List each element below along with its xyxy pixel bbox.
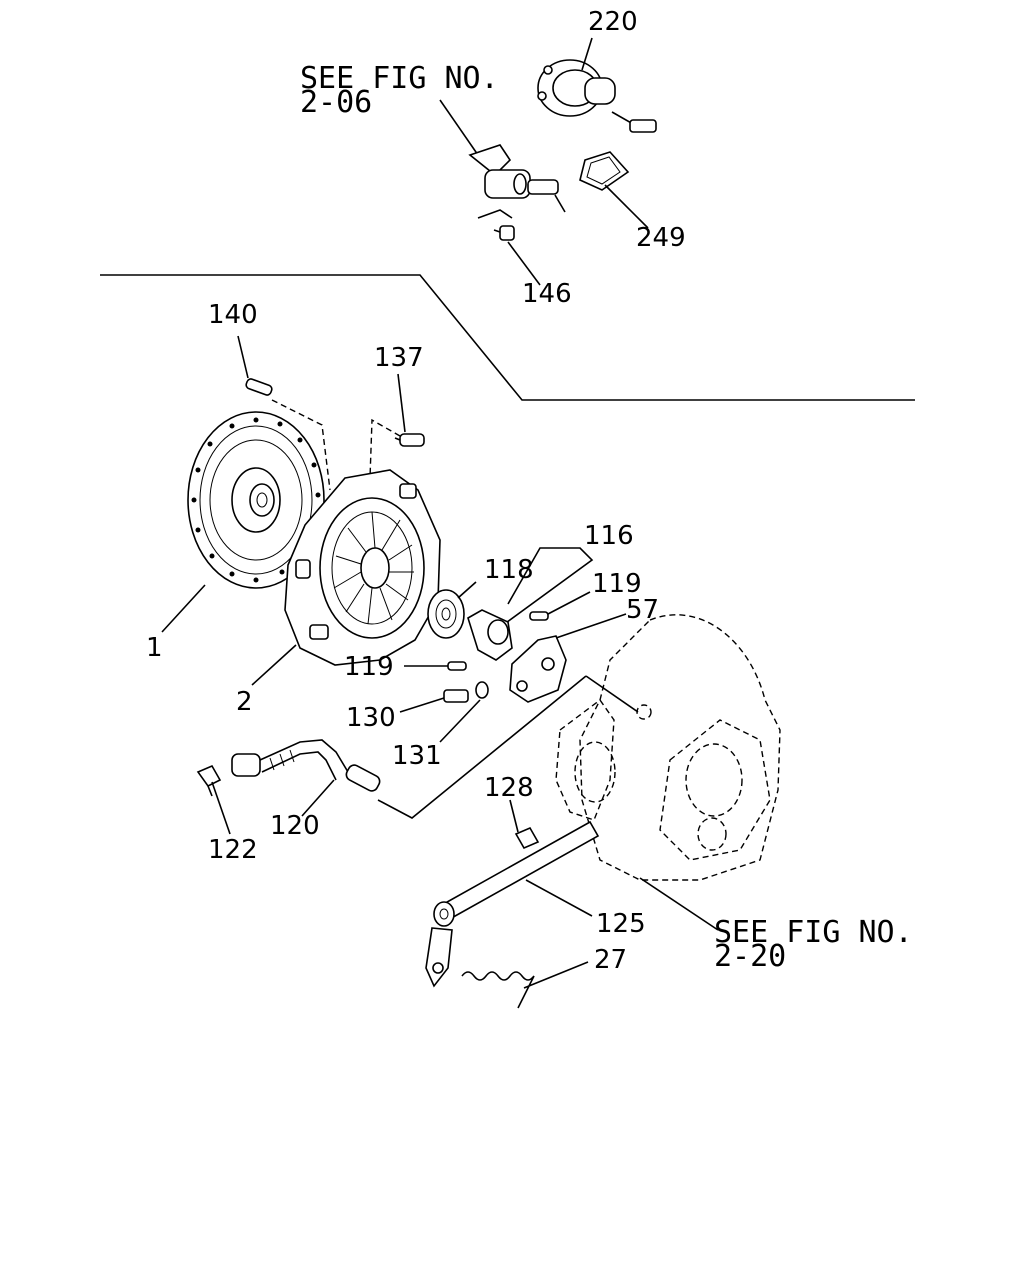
leader-249: [604, 184, 649, 229]
return-spring-part: [461, 971, 535, 1009]
callout-130: 130: [346, 703, 396, 733]
leader-122: [211, 781, 231, 835]
leader-137: [397, 373, 406, 433]
clutch-booster-part: [537, 59, 657, 133]
callout-131: 131: [392, 741, 442, 771]
callout-2: 2: [236, 687, 253, 717]
release-shaft-part: [425, 820, 600, 988]
leader-119-upper: [547, 591, 591, 615]
leader-reference-top: [439, 99, 479, 156]
dash-137: [369, 418, 401, 479]
assembly-line-2: [585, 675, 639, 713]
bolt-146-part: [493, 225, 515, 241]
leader-reference-bottom: [639, 877, 719, 931]
callout-27: 27: [594, 945, 627, 975]
leader-2: [251, 644, 297, 686]
leader-220: [581, 37, 593, 71]
key-128-part: [514, 826, 540, 850]
callout-140: 140: [208, 300, 258, 330]
callout-120: 120: [270, 811, 320, 841]
reference-top-line1: SEE FIG NO.: [300, 61, 499, 96]
leader-125: [525, 879, 593, 917]
callout-128: 128: [484, 773, 534, 803]
callout-220: 220: [588, 7, 638, 37]
leader-1: [161, 584, 206, 633]
assembly-line: [377, 675, 587, 819]
release-bearing-part: [427, 589, 465, 639]
callout-118: 118: [484, 555, 534, 585]
callout-122: 122: [208, 835, 258, 865]
bearing-hub-part: [467, 609, 513, 661]
reference-bottom-line2: 2-20: [714, 939, 786, 974]
callout-146: 146: [522, 279, 572, 309]
bolt-130-part: [443, 689, 469, 703]
bleeder-122-part: [196, 764, 222, 797]
leader-140: [237, 335, 249, 379]
callout-125: 125: [596, 909, 646, 939]
gasket-249-part: [579, 151, 630, 191]
leader-116: [487, 547, 594, 637]
clip-119-upper-part: [529, 611, 549, 621]
pressure-plate-part: [284, 469, 441, 666]
reference-bottom-line1: SEE FIG NO.: [714, 915, 913, 950]
leader-118: [457, 581, 477, 599]
leader-27: [523, 961, 589, 989]
pin-140-part: [245, 378, 273, 396]
leader-128: [509, 799, 519, 833]
clutch-hose-part: [231, 739, 381, 792]
clutch-disc-part: [187, 411, 325, 589]
callout-116: 116: [584, 521, 634, 551]
clip-119-lower-part: [447, 661, 467, 671]
bolt-137-part: [394, 433, 425, 447]
washer-131-part: [475, 681, 489, 699]
leader-146: [507, 241, 541, 286]
callout-1: 1: [146, 633, 163, 663]
leader-57: [555, 613, 627, 639]
callout-119-upper: 119: [592, 569, 642, 599]
clutch-cylinder-part: [468, 144, 566, 213]
bracket-146: [477, 209, 513, 219]
dash-140: [271, 399, 331, 491]
callout-119-lower: 119: [344, 652, 394, 682]
release-fork-part: [509, 635, 567, 703]
callout-137: 137: [374, 343, 424, 373]
leader-130: [399, 697, 445, 713]
reference-top-line2: 2-06: [300, 85, 372, 120]
callout-249: 249: [636, 223, 686, 253]
section-divider: [100, 274, 915, 401]
callout-57: 57: [626, 595, 659, 625]
leader-131: [439, 699, 481, 743]
leader-120: [301, 779, 335, 817]
